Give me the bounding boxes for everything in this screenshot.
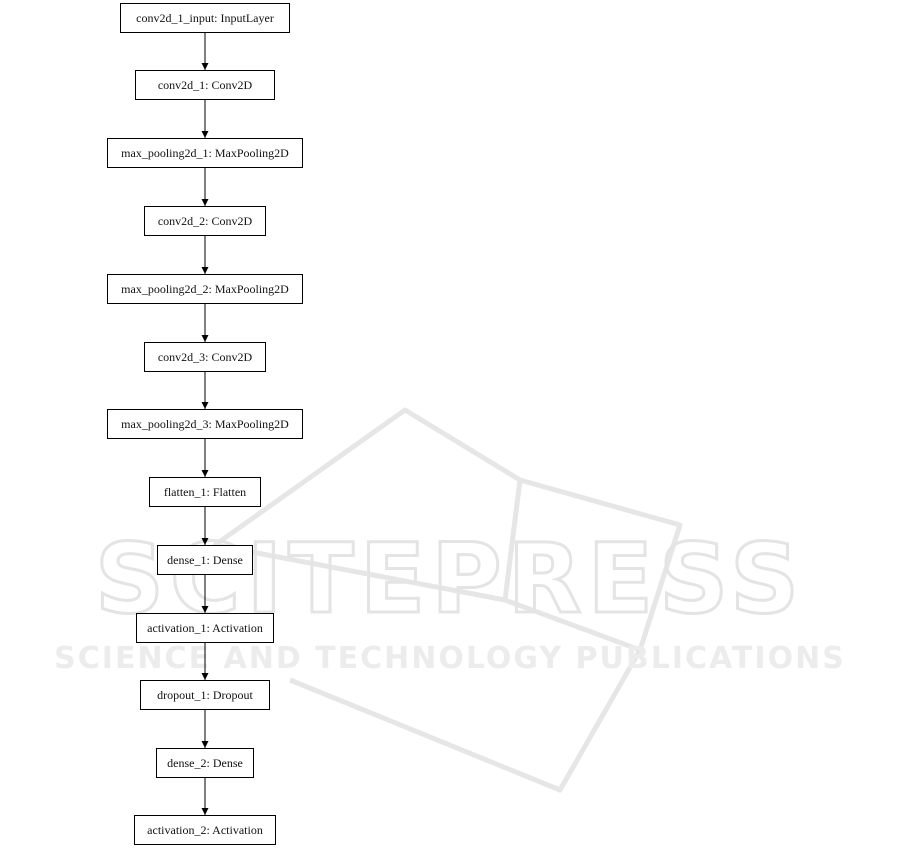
layer-node: dense_1: Dense xyxy=(157,545,253,575)
layer-node: conv2d_3: Conv2D xyxy=(144,342,266,372)
layer-node: dense_2: Dense xyxy=(156,748,254,778)
layer-node: flatten_1: Flatten xyxy=(149,477,261,507)
layer-node: dropout_1: Dropout xyxy=(140,680,270,710)
layer-node: conv2d_2: Conv2D xyxy=(144,206,266,236)
watermark-tagline: SCIENCE AND TECHNOLOGY PUBLICATIONS xyxy=(54,641,846,676)
layer-node: max_pooling2d_2: MaxPooling2D xyxy=(107,274,303,304)
layer-node: conv2d_1: Conv2D xyxy=(135,70,275,100)
layer-node: max_pooling2d_1: MaxPooling2D xyxy=(107,138,303,168)
layer-node: activation_2: Activation xyxy=(134,815,276,845)
layer-node: max_pooling2d_3: MaxPooling2D xyxy=(107,409,303,439)
layer-node: conv2d_1_input: InputLayer xyxy=(120,3,290,33)
layer-node: activation_1: Activation xyxy=(136,613,274,643)
